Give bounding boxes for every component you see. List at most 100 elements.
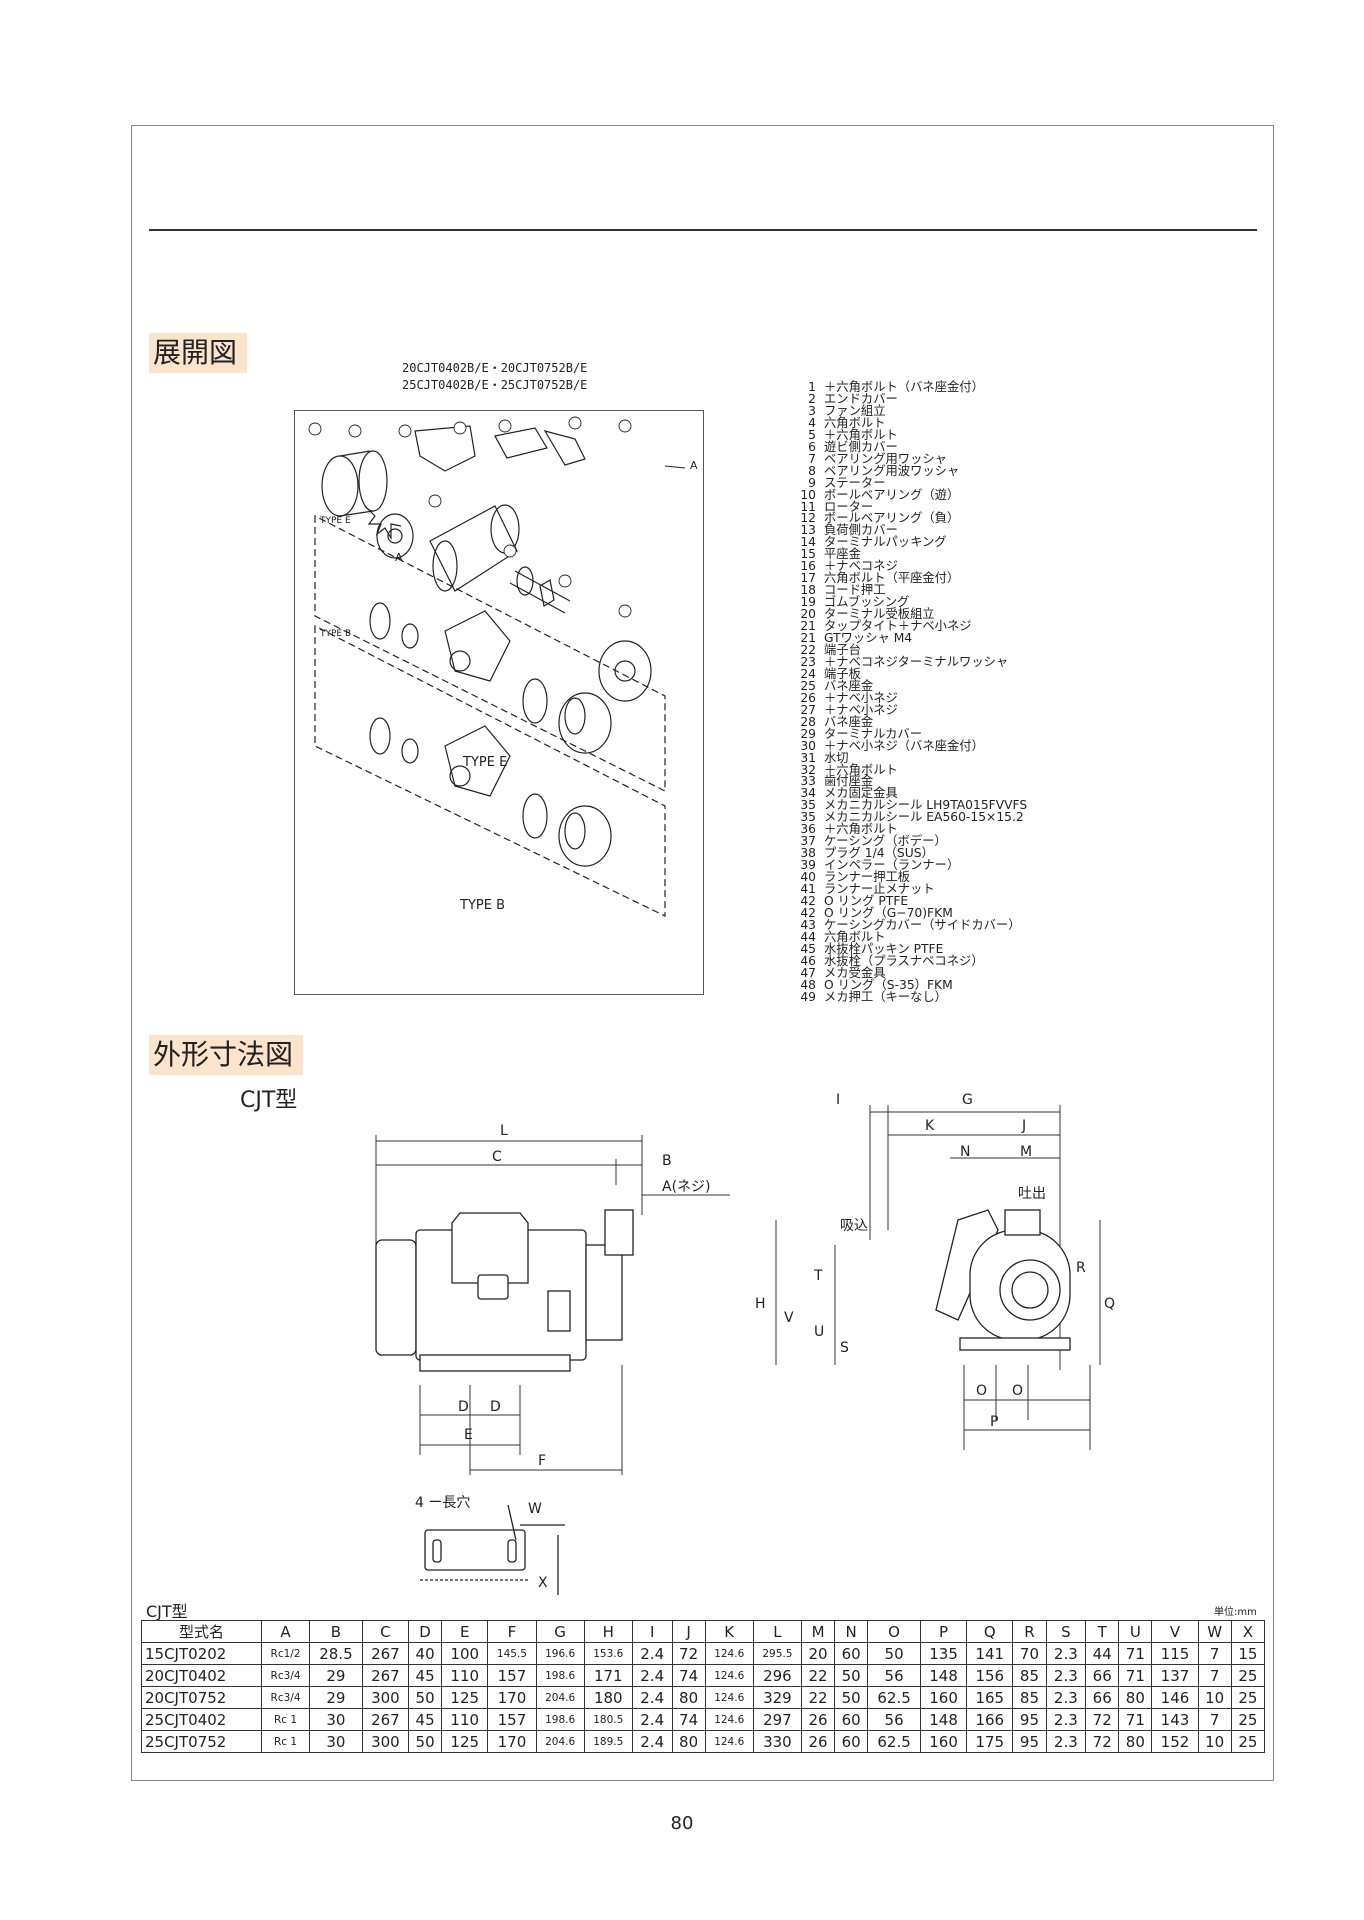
arrow-a-label: A — [395, 551, 403, 564]
part-name: 歯付座金 — [824, 774, 874, 789]
table-cell: Rc3/4 — [260, 1686, 311, 1709]
table-header-cell: O — [867, 1620, 921, 1643]
part-name: ゴムブッシング — [824, 595, 910, 610]
model-name-cell: 20CJT0752 — [141, 1686, 262, 1709]
table-header-cell: C — [361, 1620, 410, 1643]
table-cell: 267 — [361, 1708, 410, 1731]
part-number: 29 — [800, 726, 816, 741]
part-name: インペラー（ランナー） — [824, 858, 960, 873]
table-cell: 56 — [867, 1664, 921, 1687]
table-header-cell: R — [1012, 1620, 1047, 1643]
dim-O2: O — [1012, 1383, 1023, 1399]
table-cell: 110 — [441, 1708, 489, 1731]
table-cell: 72 — [1085, 1708, 1120, 1731]
part-name: ケーシング（ボデー） — [824, 834, 947, 849]
dim-A: A(ネジ) — [662, 1179, 711, 1195]
table-header-cell: H — [583, 1620, 633, 1643]
type-b-label: TYPE B — [459, 898, 505, 913]
table-header-cell: P — [919, 1620, 968, 1643]
dim-P: P — [990, 1414, 998, 1430]
table-cell: 7 — [1197, 1642, 1232, 1665]
outlet-label: 吐出 — [1018, 1186, 1046, 1202]
type-b-small-left: TYPE B — [319, 629, 351, 639]
part-name: GTワッシャ M4 — [824, 631, 913, 646]
part-name: バネ座金 — [824, 714, 874, 729]
table-cell: 7 — [1197, 1708, 1232, 1731]
model-name-cell: 25CJT0402 — [141, 1708, 262, 1731]
part-name: エンドカバー — [824, 391, 898, 406]
table-header-cell: D — [408, 1620, 443, 1643]
table-cell: 40 — [408, 1642, 443, 1665]
part-number: 19 — [800, 595, 816, 610]
table-cell: 204.6 — [535, 1686, 585, 1709]
type-e-label: TYPE E — [462, 755, 507, 770]
header-rule — [149, 229, 1257, 231]
table-cell: 124.6 — [704, 1730, 754, 1753]
part-name: 端子板 — [824, 666, 861, 681]
table-cell: 295.5 — [752, 1642, 802, 1665]
part-number: 16 — [800, 559, 816, 574]
table-cell: 85 — [1012, 1664, 1047, 1687]
part-name: 水切 — [824, 750, 849, 765]
table-cell: 198.6 — [535, 1708, 585, 1731]
table-cell: 50 — [408, 1686, 443, 1709]
table-cell: 71 — [1118, 1708, 1153, 1731]
inlet-label: 吸込 — [840, 1218, 868, 1234]
table-cell: 74 — [671, 1708, 706, 1731]
table-cell: 110 — [441, 1664, 489, 1687]
table-cell: 30 — [309, 1708, 363, 1731]
part-name: ステーター — [824, 475, 886, 490]
dim-S: S — [840, 1340, 849, 1356]
part-item: 30＋ナベ小ネジ（バネ座金付） — [794, 738, 1094, 753]
table-cell: 2.4 — [631, 1708, 673, 1731]
table-cell: 124.6 — [704, 1686, 754, 1709]
dim-L: L — [500, 1123, 508, 1139]
part-name: 六角ボルト — [824, 415, 886, 430]
table-cell: 204.6 — [535, 1730, 585, 1753]
part-name: ランナー止メナット — [824, 882, 935, 897]
part-name: O リング（S-35）FKM — [824, 977, 953, 992]
table-cell: 80 — [1118, 1730, 1153, 1753]
part-item: 32＋六角ボルト — [794, 763, 1094, 777]
part-number: 35 — [800, 810, 816, 825]
table-title: CJT型 — [146, 1602, 188, 1621]
part-number: 30 — [800, 738, 816, 753]
table-cell: 2.3 — [1045, 1664, 1087, 1687]
dim-H: H — [755, 1296, 766, 1312]
part-name: 水抜栓（プラスナベコネジ） — [824, 953, 984, 968]
table-cell: 2.4 — [631, 1730, 673, 1753]
table-cell: Rc 1 — [260, 1708, 311, 1731]
part-number: 34 — [800, 786, 816, 801]
table-cell: 2.4 — [631, 1642, 673, 1665]
model-name-cell: 20CJT0402 — [141, 1664, 262, 1687]
table-cell: 166 — [966, 1708, 1014, 1731]
part-item: 23＋ナベコネジターミナルワッシャ — [794, 656, 1094, 669]
table-cell: 175 — [966, 1730, 1014, 1753]
exploded-view-svg: A A TYPE E TYPE B TYPE E TYPE B — [308, 416, 698, 917]
part-name: ＋六角ボルト — [824, 822, 898, 837]
table-cell: 2.4 — [631, 1686, 673, 1709]
unit-label: 単位:mm — [1214, 1607, 1257, 1618]
part-number: 42 — [800, 905, 816, 920]
table-cell: 196.6 — [535, 1642, 585, 1665]
dim-W: W — [528, 1501, 542, 1517]
table-cell: 56 — [867, 1708, 921, 1731]
dim-T: T — [813, 1268, 823, 1284]
dim-K: K — [925, 1118, 935, 1134]
